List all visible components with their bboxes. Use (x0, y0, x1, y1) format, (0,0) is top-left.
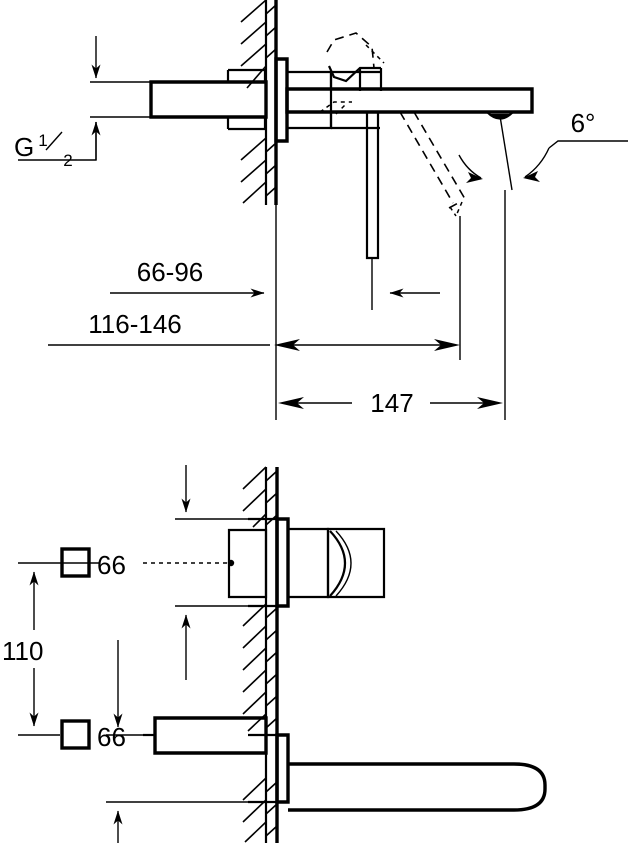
square-size-callout-handle: 66 (60, 547, 229, 580)
dimension-110-label: 110 (2, 636, 43, 666)
extension-lines-lower (106, 465, 248, 843)
extension-lines-upper (275, 190, 506, 420)
dimension-116-146: 116-146 (48, 309, 460, 351)
square-66-spout-label: 66 (97, 722, 126, 752)
spout-front (153, 716, 547, 812)
view-front-elevation: 66 66 110 (2, 465, 547, 843)
thread-label-denominator: 2 (63, 151, 72, 170)
dimension-66-96: 66-96 (110, 257, 440, 298)
inlet-connector-pipe (90, 68, 268, 131)
handle-assembly-front (227, 517, 386, 608)
angle-callout-6deg: 6° (458, 108, 628, 191)
escutcheon-plate-upper (274, 57, 289, 143)
wall-section-lower (242, 466, 279, 843)
lever-handle-alternate-position (399, 111, 466, 217)
wall-section-upper (240, 0, 278, 205)
thread-callout-g-half: G 1 2 (14, 36, 101, 170)
dimension-147: 147 (278, 388, 503, 418)
square-66-handle-label: 66 (97, 550, 126, 580)
dimension-110: 110 (2, 562, 100, 736)
cartridge-hidden-outline (319, 32, 385, 115)
thread-label-numerator: 1 (38, 131, 47, 150)
lever-handle (365, 110, 380, 260)
view-side-elevation-section: 6° G 1 2 (14, 0, 628, 420)
angle-6deg-label: 6° (571, 108, 596, 138)
thread-label-g: G (14, 132, 34, 162)
dimension-116-146-label: 116-146 (88, 309, 182, 339)
spout-arm (285, 87, 534, 114)
dimension-147-label: 147 (370, 388, 413, 418)
square-size-callout-spout: 66 (60, 719, 156, 752)
dimension-66-96-label: 66-96 (137, 257, 204, 287)
